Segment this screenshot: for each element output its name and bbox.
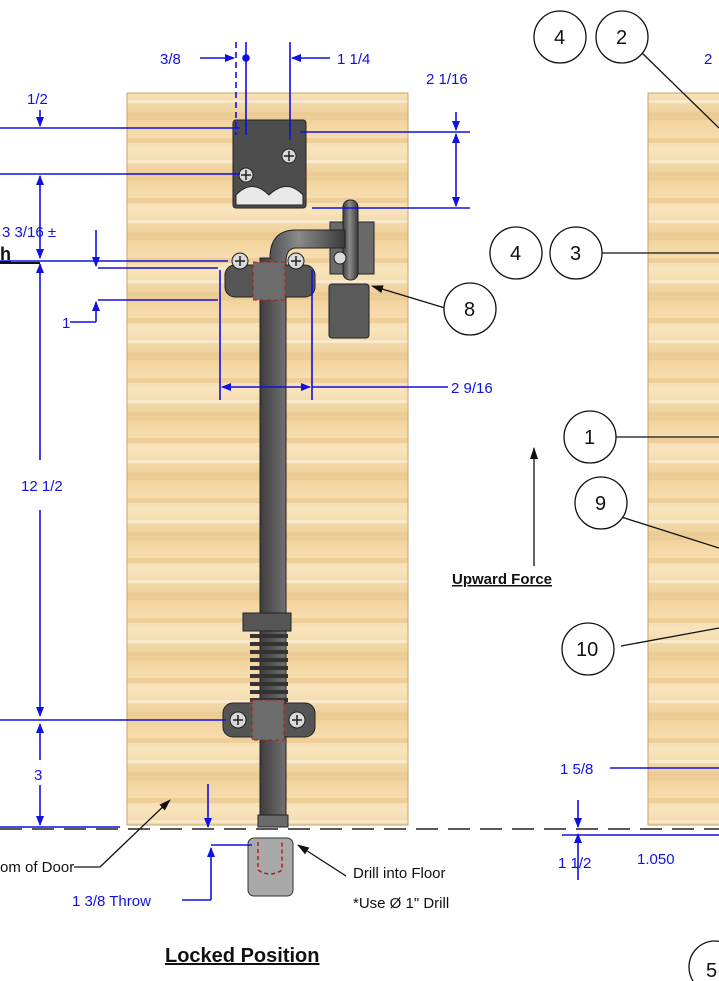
- callout-4b: 4: [510, 243, 521, 265]
- dim-3: 3: [34, 767, 42, 784]
- dim-1-1-4: 1 1/4: [337, 51, 370, 68]
- top-bracket: [232, 119, 307, 209]
- door-panel-right: [647, 92, 719, 826]
- dim-1-2: 1/2: [27, 91, 48, 108]
- lower-guide: [222, 699, 316, 741]
- callout-2: 2: [616, 27, 627, 49]
- dim-1-3-8-throw: 1 3/8 Throw: [72, 893, 151, 910]
- dim-12-1-2: 12 1/2: [21, 478, 63, 495]
- label-locked-position: Locked Position: [165, 945, 319, 967]
- callout-8: 8: [464, 299, 475, 321]
- dim-3-8: 3/8: [160, 51, 181, 68]
- label-bottom-of-door: om of Door: [0, 859, 74, 876]
- dim-2-9-16: 2 9/16: [451, 380, 493, 397]
- label-use-drill: *Use Ø 1" Drill: [353, 895, 449, 912]
- dim-1-5-8: 1 5/8: [560, 761, 593, 778]
- callout-5: 5: [706, 960, 717, 981]
- leader-lines: [0, 50, 719, 877]
- dim-2-1-16: 2 1/16: [426, 71, 468, 88]
- callout-9: 9: [595, 493, 606, 515]
- dim-1-050: 1.050: [637, 851, 675, 868]
- dim-top-right: 2: [704, 51, 712, 68]
- callout-3: 3: [570, 243, 581, 265]
- callout-10: 10: [576, 639, 598, 661]
- dim-3-3-16: 3 3/16 ±: [2, 224, 56, 241]
- label-left-edge: h: [0, 244, 11, 264]
- dim-1: 1: [62, 315, 70, 332]
- label-drill-into-floor: Drill into Floor: [353, 865, 446, 882]
- callout-1: 1: [584, 427, 595, 449]
- dim-1-1-2: 1 1/2: [558, 855, 591, 872]
- upper-guide: [224, 252, 316, 301]
- label-upward-force: Upward Force: [452, 571, 552, 588]
- callout-circles: [443, 10, 719, 981]
- callout-4a: 4: [554, 27, 565, 49]
- dimension-lines: [0, 42, 719, 901]
